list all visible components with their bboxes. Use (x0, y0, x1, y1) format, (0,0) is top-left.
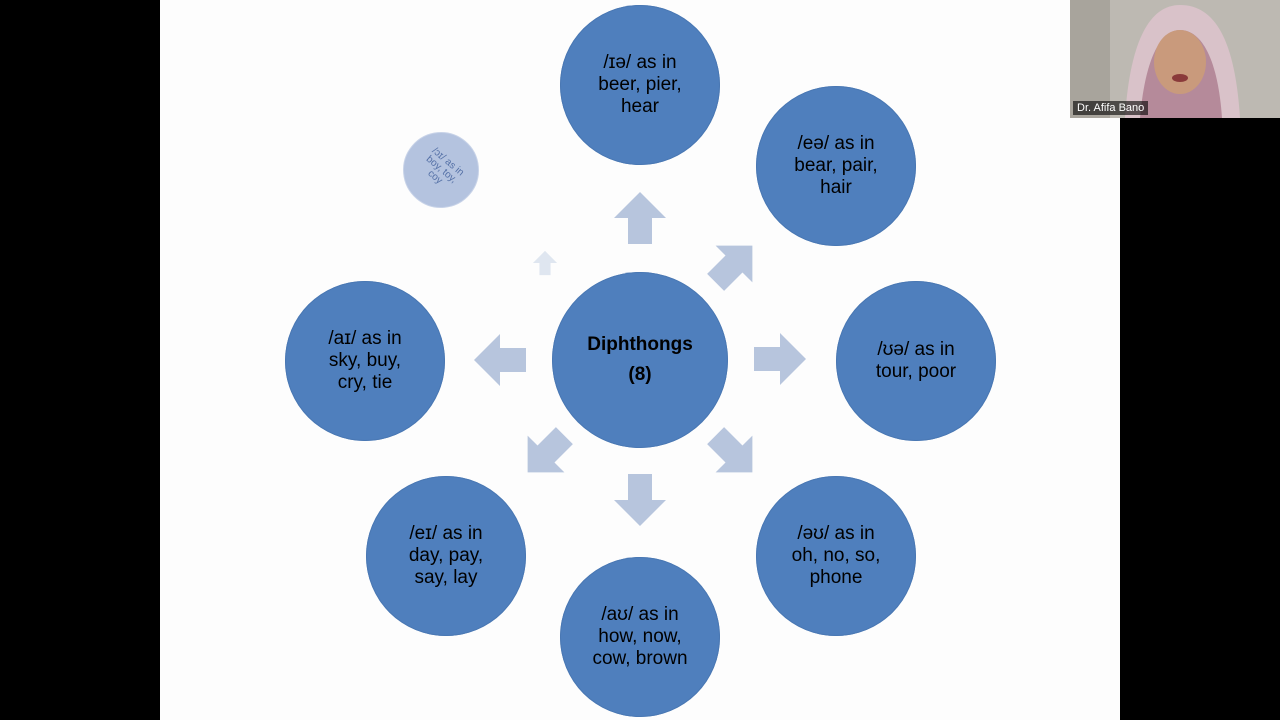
center-count: (8) (628, 364, 652, 385)
participant-video-tile[interactable]: Dr. Afifa Bano (1070, 0, 1280, 118)
node-line: /əʊ/ as in (797, 523, 875, 544)
node-line: how, now, (598, 626, 682, 647)
arrow-up-right-icon (707, 245, 753, 291)
node-line: hair (820, 177, 852, 198)
node-line: /eɪ/ as in (409, 523, 483, 544)
node-line: /aɪ/ as in (328, 328, 402, 349)
arrow-down-icon (614, 474, 666, 526)
node-line: hear (620, 96, 659, 117)
node-line: say, lay (414, 567, 478, 588)
participant-name-label: Dr. Afifa Bano (1073, 101, 1149, 115)
center-node-diphthongs: Diphthongs (8) (552, 272, 728, 448)
center-title: Diphthongs (587, 334, 693, 355)
ghost-node-oi: /ɔɪ/ as in boy, toy, coy (387, 116, 495, 224)
node-line: sky, buy, (328, 350, 402, 371)
arrow-right-icon (754, 333, 806, 385)
node-line: /ɪə/ as in (603, 52, 677, 73)
arrow-left-icon (474, 334, 526, 386)
node-line: cow, brown (592, 648, 688, 669)
arrow-up-icon (614, 192, 666, 244)
node-line: /eə/ as in (797, 133, 875, 154)
arrow-down-right-icon (707, 427, 753, 473)
node-line: tour, poor (875, 361, 957, 382)
node-line: phone (809, 567, 863, 588)
node-line: /ʊə/ as in (877, 339, 955, 360)
node-line: day, pay, (408, 545, 484, 566)
node-line: beer, pier, (598, 74, 682, 95)
node-line: /aʊ/ as in (601, 604, 679, 625)
node-line: oh, no, so, (791, 545, 881, 566)
arrow-down-left-icon (527, 427, 573, 473)
presentation-slide: /ɔɪ/ as in boy, toy, coy Diphthongs (8) … (160, 0, 1120, 720)
participant-video-icon (1070, 0, 1280, 118)
node-line: cry, tie (337, 372, 393, 393)
node-line: bear, pair, (794, 155, 878, 176)
arrow-small-up-icon (532, 250, 558, 276)
